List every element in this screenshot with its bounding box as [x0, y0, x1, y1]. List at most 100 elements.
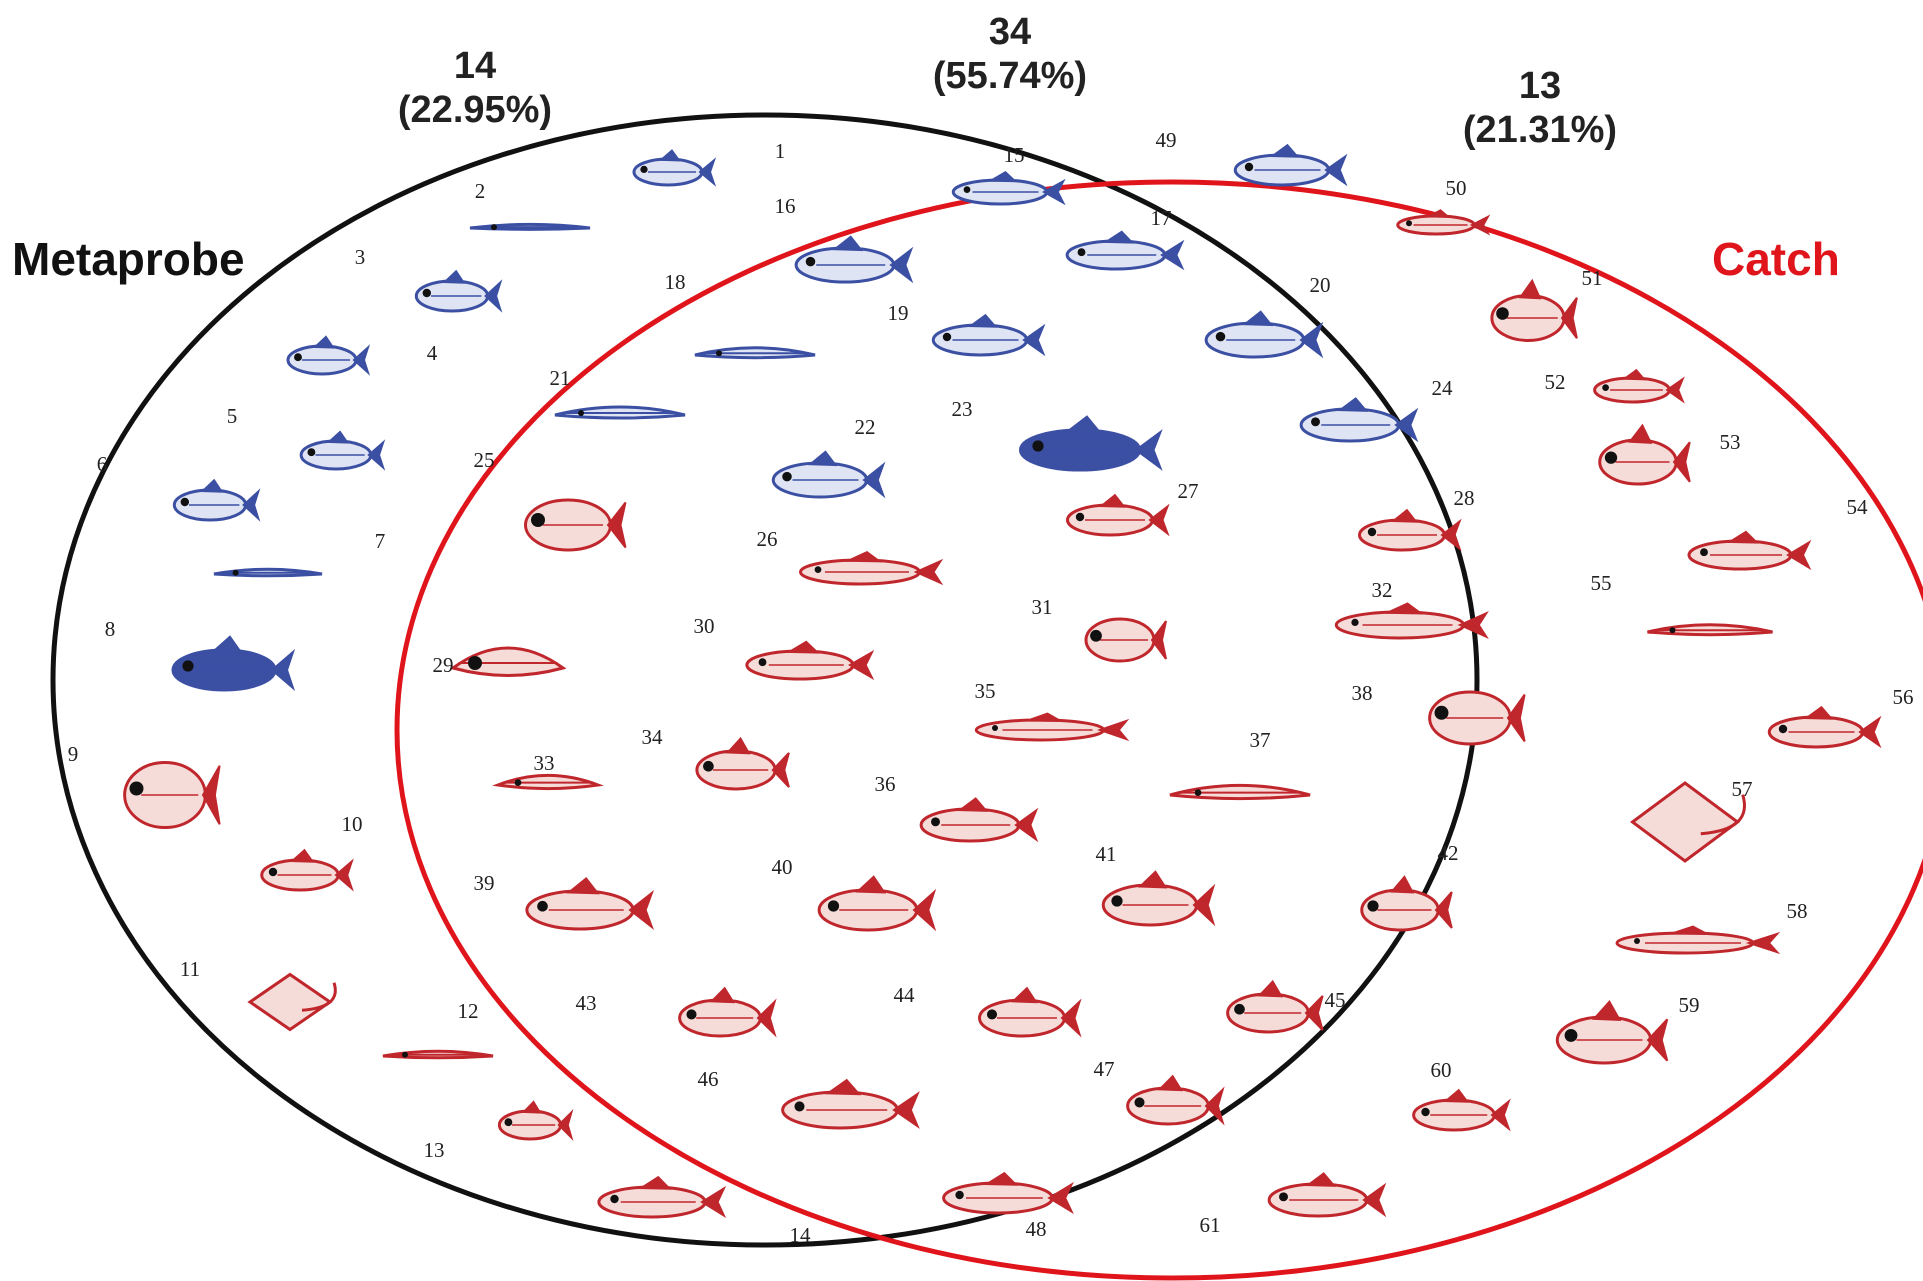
- fish-6: 6: [97, 452, 259, 520]
- fish-eye: [1670, 627, 1676, 633]
- fish-number-label: 2: [475, 179, 486, 203]
- fish-9: 9: [68, 742, 220, 828]
- fish-number-label: 27: [1178, 479, 1199, 503]
- fish-46: 46: [698, 1067, 918, 1128]
- fish-dorsal-fin: [1066, 416, 1101, 433]
- fish-number-label: 50: [1446, 176, 1467, 200]
- fish-tail: [1648, 1019, 1667, 1060]
- fish-number-label: 49: [1156, 128, 1177, 152]
- fish-number-label: 11: [180, 957, 200, 981]
- fish-tail: [1562, 298, 1577, 339]
- fish-dorsal-fin: [523, 1101, 541, 1113]
- fish-eye: [1565, 1029, 1578, 1042]
- fish-eye: [1368, 528, 1376, 536]
- fish-eye: [1195, 789, 1202, 796]
- fish-dorsal-fin: [1593, 1001, 1621, 1021]
- fish-number-label: 23: [952, 397, 973, 421]
- fish-number-label: 48: [1026, 1217, 1047, 1241]
- fish-26: 26: [757, 527, 941, 584]
- fish-dorsal-fin: [1271, 145, 1299, 158]
- fish-number-label: 42: [1438, 841, 1459, 865]
- fish-55: 55: [1591, 571, 1773, 635]
- fish-dorsal-fin: [568, 878, 599, 894]
- fish-number-label: 12: [458, 999, 479, 1023]
- catch-set-label: Catch: [1712, 232, 1840, 286]
- fish-18: 18: [665, 270, 816, 358]
- fish-eye: [943, 333, 951, 341]
- fish-dorsal-fin: [857, 876, 886, 893]
- fish-54: 54: [1689, 495, 1868, 569]
- fish-eye: [468, 656, 482, 670]
- fish-dorsal-fin: [788, 641, 819, 653]
- left-only-percent: (22.95%): [375, 88, 575, 132]
- fish-21: 21: [550, 366, 686, 418]
- fish-34: 34: [642, 725, 789, 789]
- fish-3: 3: [355, 245, 501, 311]
- fish-eye: [828, 900, 839, 911]
- fish-eye: [1134, 1097, 1144, 1107]
- fish-dorsal-fin: [1159, 1075, 1183, 1090]
- fish-dorsal-fin: [1025, 713, 1063, 722]
- fish-tail: [758, 1002, 775, 1034]
- fish-eye: [504, 1118, 512, 1126]
- fish-eye: [1311, 417, 1320, 426]
- fish-tail: [1667, 379, 1682, 401]
- fish-tail: [891, 250, 911, 281]
- fish-35: 35: [975, 679, 1127, 740]
- fish-tail: [1152, 621, 1166, 659]
- fish-eye: [182, 660, 193, 671]
- fish-dorsal-fin: [291, 850, 314, 863]
- fish-number-label: 57: [1732, 777, 1753, 801]
- fish-51: 51: [1492, 266, 1603, 341]
- fish-eye: [1605, 451, 1617, 463]
- fish-number-label: 36: [875, 772, 896, 796]
- fish-dorsal-fin: [1391, 876, 1414, 893]
- fish-number-label: 9: [68, 742, 79, 766]
- fish-eye: [1078, 248, 1086, 256]
- fish-body: [1633, 783, 1738, 861]
- fish-tail: [700, 160, 714, 183]
- left-only-count: 14 (22.95%): [375, 44, 575, 132]
- fish-tail: [1788, 542, 1809, 567]
- fish-eye: [1700, 548, 1708, 556]
- fish-eye: [955, 1191, 963, 1199]
- fish-eye: [759, 658, 767, 666]
- fish-eye: [806, 257, 816, 267]
- fish-tail: [608, 503, 626, 548]
- fish-44: 44: [894, 983, 1080, 1036]
- fish-number-label: 56: [1893, 685, 1914, 709]
- fish-tail: [1136, 432, 1161, 468]
- fish-eye: [1602, 384, 1609, 391]
- fish-dorsal-fin: [1623, 370, 1645, 380]
- fish-number-label: 33: [534, 751, 555, 775]
- fish-43: 43: [576, 987, 775, 1036]
- fish-tail: [369, 442, 383, 467]
- fish-52: 52: [1545, 370, 1683, 402]
- fish-58: 58: [1617, 899, 1808, 953]
- fish-tail: [864, 465, 883, 496]
- fish-dorsal-fin: [1728, 531, 1758, 543]
- fish-eye: [233, 570, 239, 576]
- fish-dorsal-fin: [727, 738, 750, 754]
- fish-number-label: 54: [1847, 495, 1869, 519]
- fish-eye: [130, 782, 144, 796]
- fish-number-label: 38: [1352, 681, 1373, 705]
- metaprobe-set-label: Metaprobe: [12, 232, 245, 286]
- fish-number-label: 29: [433, 653, 454, 677]
- fish-number-label: 24: [1432, 376, 1454, 400]
- fish-eye: [703, 761, 714, 772]
- fish-11: 11: [180, 957, 335, 1030]
- fish-tail: [1024, 327, 1043, 354]
- fish-eye: [402, 1052, 408, 1058]
- fish-dorsal-fin: [640, 1177, 671, 1190]
- fish-48: 48: [944, 1173, 1072, 1242]
- fish-8: 8: [105, 617, 293, 690]
- fish-body: [250, 975, 330, 1030]
- fish-dorsal-fin: [711, 987, 735, 1002]
- fish-dorsal-fin: [1012, 987, 1037, 1002]
- fish-tail: [1162, 242, 1182, 267]
- fish-dorsal-fin: [846, 552, 881, 562]
- fish-eye: [794, 1101, 804, 1111]
- fish-tail: [1049, 1185, 1071, 1212]
